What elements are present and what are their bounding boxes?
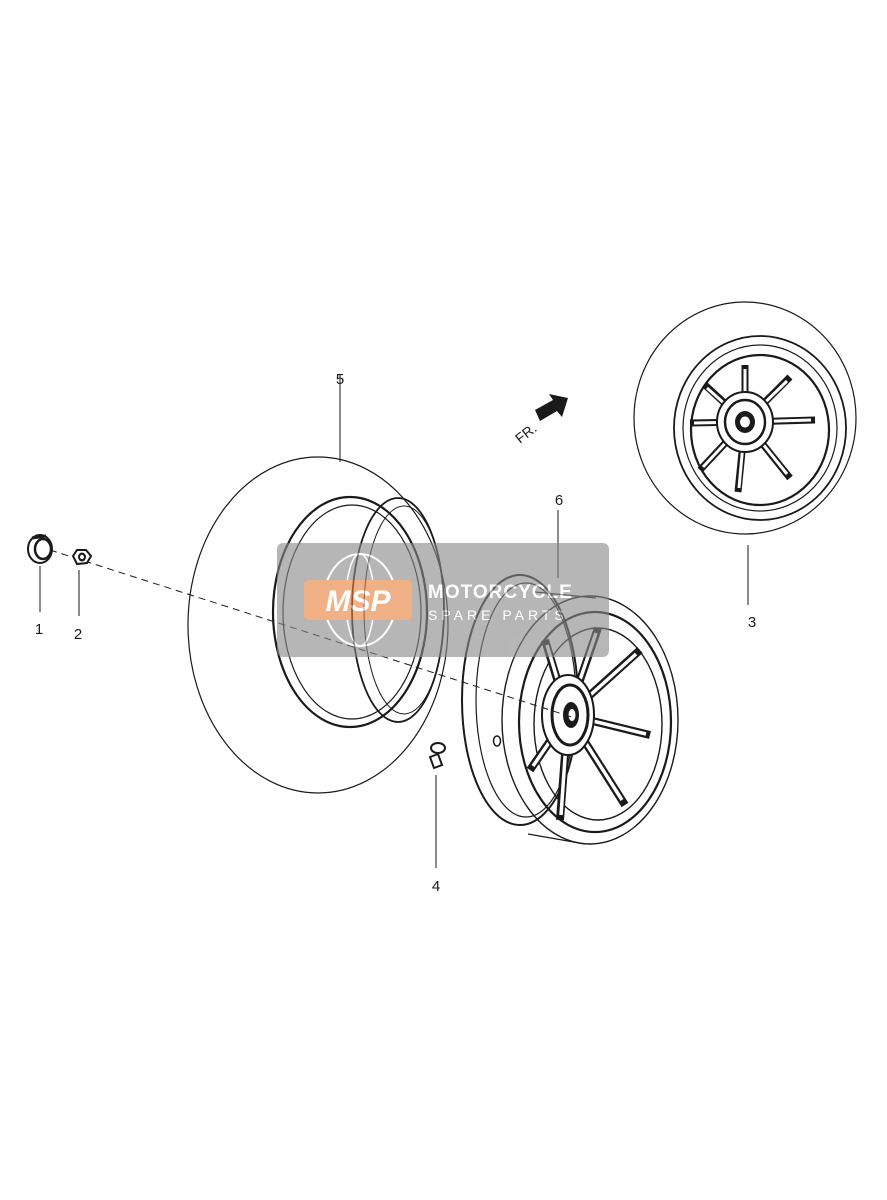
callout-2: 2 [74, 626, 82, 643]
callout-5: 5 [336, 371, 344, 388]
watermark-logo: MSP [325, 585, 391, 618]
callout-4: 4 [432, 878, 440, 895]
watermark-logo-box [304, 580, 412, 620]
callout-1: 1 [35, 621, 43, 638]
watermark: MSP MOTORCYCLE SPARE PARTS [277, 543, 609, 657]
callout-6: 6 [555, 492, 563, 509]
axle-centerline [49, 549, 576, 719]
front-direction-arrow: FR. [512, 394, 568, 446]
part-2-nut[interactable]: 2 [71, 549, 93, 643]
callout-3: 3 [748, 614, 756, 631]
part-3-wheel-assembly[interactable]: 3 [633, 301, 857, 631]
part-4-valve[interactable]: 4 [428, 742, 446, 895]
watermark-title: MOTORCYCLE [428, 582, 573, 603]
part-1-cap[interactable]: 1 [27, 534, 53, 638]
direction-label: FR. [512, 420, 540, 446]
watermark-subtitle: SPARE PARTS [428, 607, 568, 623]
